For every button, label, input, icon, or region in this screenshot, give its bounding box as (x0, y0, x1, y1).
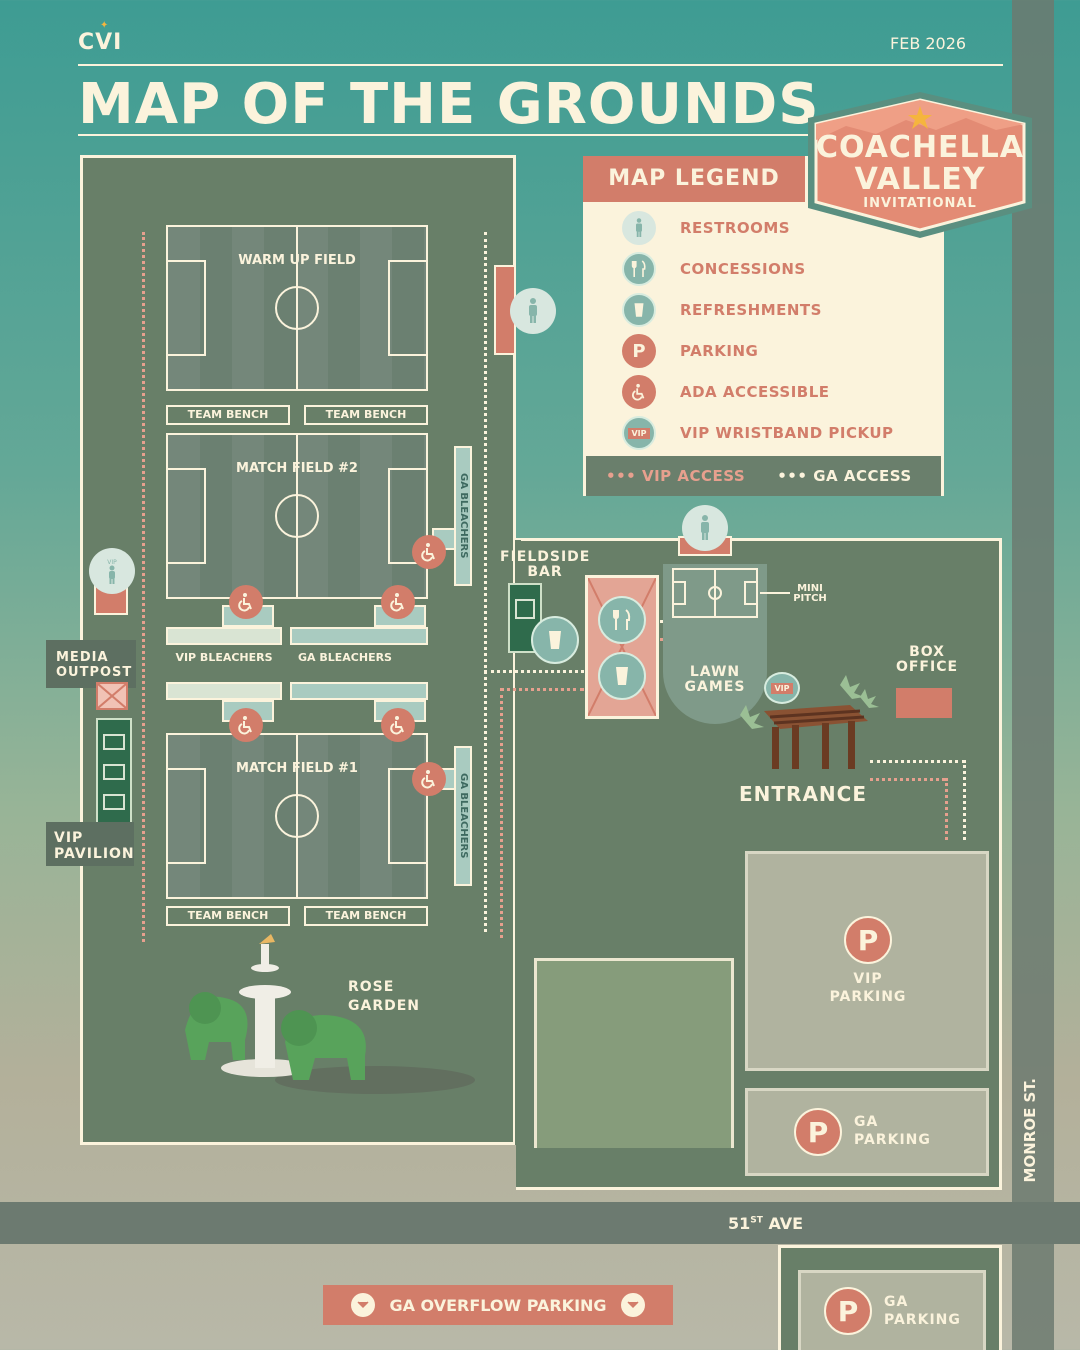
date-label: FEB 2026 (890, 34, 967, 53)
lion-fountain-illustration (175, 930, 475, 1100)
page-title: MAP OF THE GROUNDS (78, 72, 820, 137)
vip-wristband-icon[interactable]: VIP (764, 672, 800, 704)
ada-icon[interactable] (229, 708, 263, 742)
box-office-building (896, 688, 952, 718)
ada-icon[interactable] (381, 708, 415, 742)
ga-overflow-parking-button[interactable]: GA OVERFLOW PARKING (323, 1285, 673, 1325)
ada-icon[interactable] (381, 585, 415, 619)
lawn-games-label: LAWN GAMES (684, 664, 746, 695)
media-outpost-building (96, 682, 128, 710)
chevron-down-icon (351, 1293, 376, 1317)
mini-pitch-label: MINI PITCH (793, 583, 827, 604)
team-bench: TEAM BENCH (166, 405, 290, 425)
cvi-logo: ✦CVI (78, 20, 123, 55)
ada-icon[interactable] (229, 585, 263, 619)
parking-icon[interactable]: P (824, 1287, 872, 1335)
mini-pitch (672, 568, 758, 618)
rose-garden-lawn (534, 958, 734, 1148)
ga-parking-label: GA PARKING (854, 1114, 931, 1148)
legend-item-parking: P PARKING (622, 334, 758, 368)
ada-icon (622, 375, 656, 409)
vip-parking-label: VIP PARKING (829, 971, 907, 1005)
chevron-down-icon (620, 1293, 645, 1317)
box-office-label: BOX OFFICE (895, 644, 959, 675)
vip-bleachers-bottom (166, 682, 282, 700)
restroom-icon[interactable] (510, 288, 556, 334)
entrance-label: ENTRANCE (739, 782, 867, 806)
legend-item-restrooms: RESTROOMS (622, 211, 790, 245)
ga-access-path (484, 232, 487, 932)
refreshments-icon[interactable] (531, 616, 579, 664)
star-icon: ✦ (100, 20, 110, 31)
ada-icon[interactable] (412, 535, 446, 569)
ga-bleachers-bottom (290, 682, 428, 700)
ga-bleachers-field-1: GA BLEACHERS (454, 746, 472, 886)
title-divider (78, 134, 818, 136)
monroe-st-label: MONROE ST. (1021, 1078, 1039, 1183)
refreshments-icon[interactable] (598, 652, 646, 700)
51st-avenue (0, 1202, 1080, 1244)
rose-garden-label: ROSE GARDEN (348, 979, 421, 1014)
ga-access-key: ••• GA ACCESS (777, 467, 912, 485)
vip-access-path (142, 232, 145, 942)
legend-item-ada: ADA ACCESSIBLE (622, 375, 830, 409)
match-field-1: MATCH FIELD #1 (166, 733, 428, 899)
legend-item-concessions: CONCESSIONS (622, 252, 806, 286)
fieldside-bar-label: FIELDSIDE BAR (500, 549, 591, 580)
team-bench: TEAM BENCH (304, 405, 428, 425)
vip-bleachers-top (166, 627, 282, 645)
refreshments-icon (622, 293, 656, 327)
vip-restroom-icon[interactable]: VIP (89, 548, 135, 594)
ga-bleachers-label: GA BLEACHERS (298, 651, 392, 664)
vip-pavilion-building (96, 718, 132, 838)
ada-icon[interactable] (412, 762, 446, 796)
legend-access-key: ••• VIP ACCESS ••• GA ACCESS (586, 456, 941, 496)
parking-icon[interactable]: P (794, 1108, 842, 1156)
legend-title: MAP LEGEND (583, 156, 805, 202)
svg-text:VIP: VIP (107, 559, 117, 566)
entrance-pergola-illustration (730, 665, 880, 775)
51st-ave-label: 51ST AVE (728, 1214, 804, 1233)
vip-access-key: ••• VIP ACCESS (606, 467, 746, 485)
restroom-icon[interactable] (682, 505, 728, 551)
ga-parking-south-label: GA PARKING (884, 1294, 961, 1328)
vip-pavilion-label: VIP PAVILION (46, 822, 134, 866)
concessions-icon[interactable] (598, 596, 646, 644)
media-outpost-label: MEDIA OUTPOST (46, 640, 136, 688)
ga-bleachers-field-2: GA BLEACHERS (454, 446, 472, 586)
legend-item-vip-wristband: VIP VIP WRISTBAND PICKUP (622, 416, 894, 450)
team-bench: TEAM BENCH (166, 906, 290, 926)
vip-bleachers-label: VIP BLEACHERS (175, 651, 273, 664)
legend-item-refreshments: REFRESHMENTS (622, 293, 822, 327)
parking-icon: P (622, 334, 656, 368)
header-divider (78, 64, 1003, 66)
monroe-street (1012, 0, 1054, 1350)
match-field-2: MATCH FIELD #2 (166, 433, 428, 599)
team-bench: TEAM BENCH (304, 906, 428, 926)
ga-bleachers-top (290, 627, 428, 645)
warm-up-field: WARM UP FIELD (166, 225, 428, 391)
vip-wristband-icon: VIP (622, 416, 656, 450)
concessions-icon (622, 252, 656, 286)
restroom-icon (622, 211, 656, 245)
ga-parking-lot (745, 1088, 989, 1176)
coachella-valley-invitational-badge: COACHELLA VALLEY INVITATIONAL (806, 90, 1034, 240)
parking-icon[interactable]: P (844, 916, 892, 964)
